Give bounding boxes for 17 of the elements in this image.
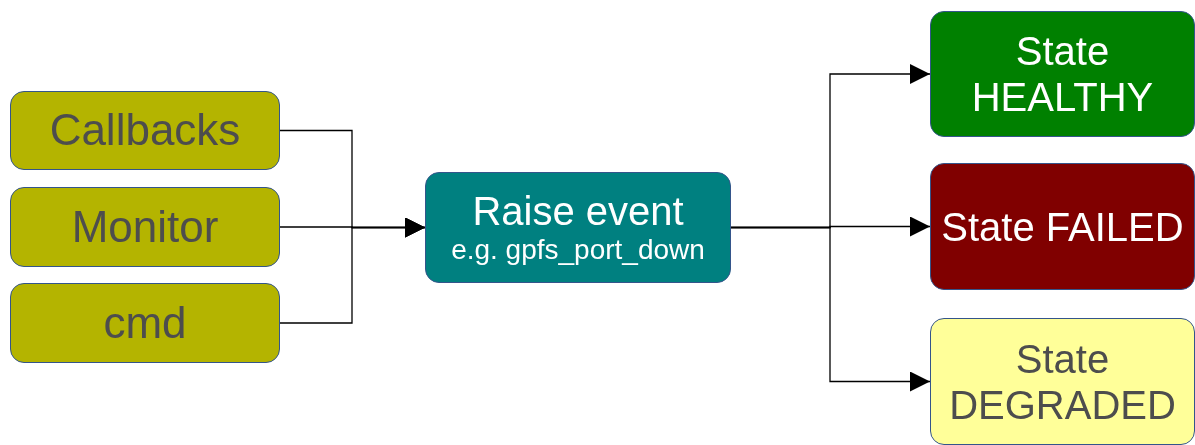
example-text: e.g. gpfs_port_down: [451, 234, 705, 267]
node-label: Raise event: [472, 188, 684, 235]
state-box: [930, 163, 1195, 290]
process-box: [425, 172, 731, 283]
node-label: State FAILED: [941, 203, 1184, 250]
node-label: State HEALTHY: [970, 28, 1155, 120]
node-label: Monitor: [71, 201, 219, 253]
node-label: cmd: [103, 297, 187, 349]
state-box: [930, 11, 1195, 137]
connector-arrow: [279, 217, 426, 324]
source-box: [10, 187, 280, 267]
node-label: Callbacks: [49, 105, 241, 156]
source-box: [10, 91, 280, 170]
node-label: State DEGRADED: [948, 335, 1177, 428]
source-box: [10, 283, 280, 363]
state-box: [930, 318, 1195, 445]
connector-arrow: [730, 226, 931, 392]
